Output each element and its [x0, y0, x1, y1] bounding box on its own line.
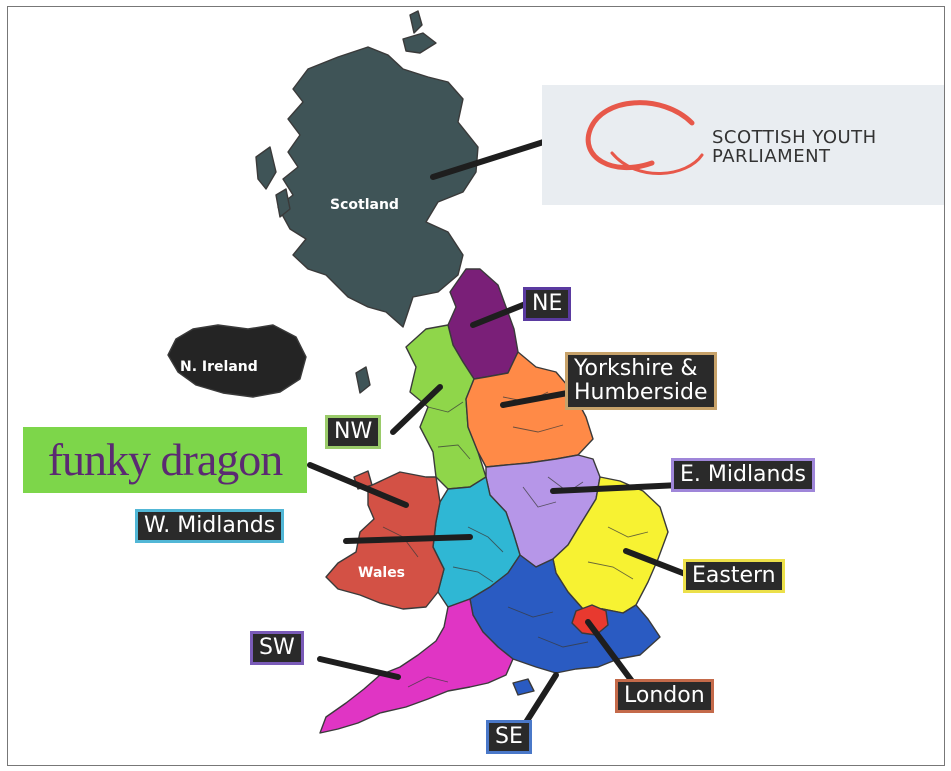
- label-e-midlands: E. Midlands: [671, 458, 815, 493]
- syp-line1: SCOTTISH YOUTH: [712, 127, 877, 148]
- label-wales: Wales: [358, 565, 405, 581]
- label-scotland: Scotland: [330, 197, 399, 213]
- region-scotland[interactable]: [277, 46, 479, 328]
- label-sw: SW: [250, 631, 304, 666]
- island-isle-of-man: [355, 366, 371, 394]
- region-yorkshire[interactable]: [465, 351, 594, 468]
- funky-dragon-logo: funky dragon: [23, 427, 307, 493]
- syp-line2: PARLIAMENT: [712, 145, 831, 167]
- region-n-ireland[interactable]: [167, 324, 307, 398]
- syp-text: SCOTTISH YOUTH PARLIAMENT: [712, 127, 877, 167]
- label-yorkshire: Yorkshire & Humberside: [565, 352, 717, 411]
- island-orkney: [402, 32, 437, 54]
- uk-map: Scotland N. Ireland Wales: [167, 10, 696, 734]
- county-boundaries: [382, 391, 649, 688]
- label-eastern: Eastern: [683, 559, 785, 594]
- label-nw: NW: [325, 415, 382, 450]
- map-frame: Scotland N. Ireland Wales: [7, 6, 945, 766]
- label-yorkshire-line1: Yorkshire &: [574, 356, 698, 381]
- label-yorkshire-line2: Humberside: [574, 380, 708, 406]
- label-se: SE: [486, 720, 532, 755]
- scottish-youth-parliament-logo: SCOTTISH YOUTH PARLIAMENT: [542, 85, 944, 205]
- label-london: London: [615, 679, 714, 714]
- syp-swirl-icon: [585, 100, 704, 175]
- label-w-midlands: W. Midlands: [135, 509, 285, 544]
- region-sw[interactable]: [319, 598, 514, 734]
- island-hebrides: [255, 146, 277, 190]
- island-shetland: [409, 10, 423, 34]
- label-ne: NE: [523, 287, 572, 322]
- label-n-ireland: N. Ireland: [180, 359, 258, 375]
- island-skye: [275, 188, 291, 218]
- island-wight: [512, 678, 535, 696]
